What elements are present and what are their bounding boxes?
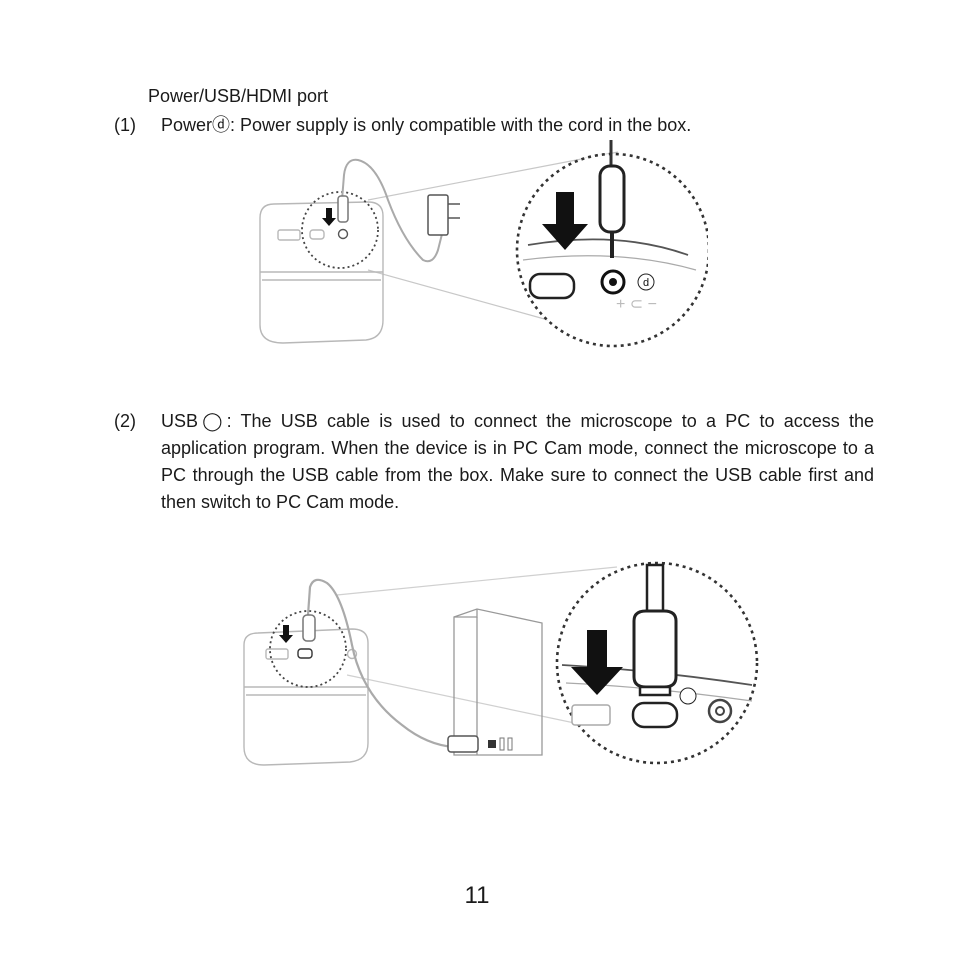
item-text-power: Powerⓓ: Power supply is only compatible …	[161, 115, 692, 135]
item-number-2: (2)	[114, 411, 136, 431]
microscope-device-illustration	[243, 628, 369, 766]
item-number-1: (1)	[114, 115, 136, 135]
svg-text:+ ⊂ −: + ⊂ −	[616, 296, 657, 313]
power-connection-figure: + ⊂ − d	[259, 140, 708, 348]
page-number: 11	[464, 882, 490, 909]
item-text-usb: USB◯: The USB cable is used to connect t…	[161, 411, 874, 512]
section-title: Power/USB/HDMI port	[148, 86, 329, 106]
microscope-device-illustration	[259, 201, 384, 344]
power-port-label: d	[643, 277, 649, 289]
usb-connection-figure	[243, 561, 759, 766]
